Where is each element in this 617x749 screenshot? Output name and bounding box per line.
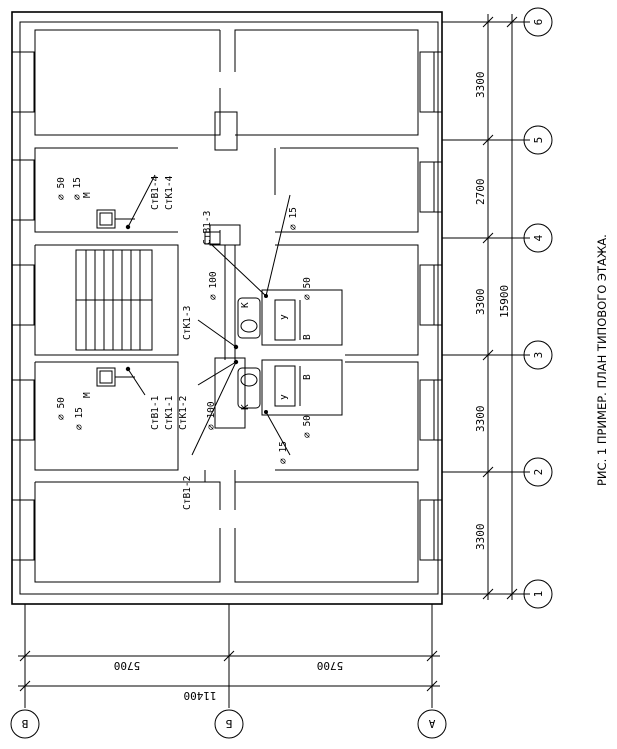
rooms — [34, 29, 419, 583]
svg-text:А: А — [428, 717, 435, 730]
label-d50-right-lower: ⌀ 50 — [302, 415, 313, 438]
dim-total-vertical: 15900 — [498, 285, 511, 318]
fixture-u-upper: У — [280, 314, 291, 320]
letter-axes: В Б А — [10, 709, 447, 739]
label-st-b1-4: СтВ1-4 — [150, 175, 161, 210]
fixture-v-lower: В — [302, 374, 313, 380]
label-st-k1-2: СтК1-2 — [178, 396, 189, 430]
label-d15-right-lower: ⌀ 15 — [278, 441, 289, 464]
riser-labels: СтВ1-4 СтК1-4 СтВ1-1 СтК1-1 СтК1-2 СтВ1-… — [150, 175, 213, 510]
label-d50-lower: ⌀ 50 — [56, 397, 67, 420]
axis-bubble-1: 1 — [523, 579, 553, 609]
sink-upper — [96, 209, 135, 229]
dim-3-4: 3300 — [474, 289, 487, 316]
svg-text:3: 3 — [532, 352, 545, 359]
figure-caption: РИС. 1 ПРИМЕР. ПЛАН ТИПОВОГО ЭТАЖА. — [595, 234, 609, 486]
axis-bubble-v: В — [10, 709, 40, 739]
bottom-dimension-labels: 5700 5700 11400 — [114, 659, 344, 702]
staircase — [75, 249, 153, 351]
axis-bubble-a: А — [417, 709, 447, 739]
right-windows — [419, 51, 443, 561]
label-st-b1-3: СтВ1-3 — [202, 211, 213, 245]
dim-total-horizontal: 11400 — [183, 689, 216, 702]
svg-text:Б: Б — [225, 717, 232, 730]
label-st-k1-4: СтК1-4 — [164, 175, 175, 210]
dim-2-3: 3300 — [474, 406, 487, 433]
fixture-k-lower: К — [240, 404, 251, 410]
numbered-axes: 6 5 4 3 2 1 — [523, 7, 553, 609]
label-d50-right-upper: ⌀ 50 — [302, 277, 313, 300]
fixture-k-upper: К — [240, 302, 251, 308]
dim-5-6: 3300 — [474, 72, 487, 99]
label-d15-right-upper: ⌀ 15 — [288, 207, 299, 230]
diameter-labels: ⌀ 50 ⌀ 15 ⌀ 50 ⌀ 15 ⌀ 100 ⌀ 100 ⌀ 15 ⌀ 5… — [56, 177, 313, 464]
bathroom-lower-fixtures — [237, 359, 343, 416]
svg-text:2: 2 — [532, 469, 545, 476]
fixture-m-upper: М — [82, 192, 93, 198]
fixture-u-lower: У — [280, 394, 291, 400]
svg-text:4: 4 — [532, 234, 545, 241]
bottom-dimension-chain — [18, 604, 440, 708]
fixture-v-upper: В — [302, 334, 313, 340]
left-windows — [11, 51, 35, 561]
dim-a-b: 5700 — [317, 659, 344, 672]
label-d15-upper: ⌀ 15 — [72, 177, 83, 200]
leader-lines — [127, 174, 291, 456]
label-d100-upper: ⌀ 100 — [208, 271, 219, 300]
right-dimension-labels: 3300 2700 3300 3300 3300 15900 — [474, 72, 511, 551]
svg-text:1: 1 — [532, 591, 545, 598]
label-d50-upper: ⌀ 50 — [56, 177, 67, 200]
label-d100-lower: ⌀ 100 — [206, 401, 217, 430]
sink-lower — [96, 367, 135, 387]
axis-bubble-6: 6 — [523, 7, 553, 37]
label-st-b1-1: СтВ1-1 — [150, 395, 161, 430]
right-dimension-chain — [442, 14, 530, 600]
axis-bubble-5: 5 — [523, 125, 553, 155]
axis-bubble-4: 4 — [523, 223, 553, 253]
label-d15-lower: ⌀ 15 — [74, 407, 85, 430]
label-st-b1-2: СтВ1-2 — [182, 476, 193, 510]
fixture-letters: М М К К У В У В — [82, 192, 313, 410]
dim-1-2: 3300 — [474, 524, 487, 551]
axis-bubble-2: 2 — [523, 457, 553, 487]
axis-bubble-3: 3 — [523, 340, 553, 370]
fixture-m-lower: М — [82, 392, 93, 398]
dim-b-v: 5700 — [114, 659, 141, 672]
label-st-k1-1: СтК1-1 — [164, 395, 175, 430]
dim-4-5: 2700 — [474, 179, 487, 206]
svg-text:6: 6 — [532, 19, 545, 26]
svg-text:В: В — [21, 717, 28, 730]
axis-bubble-b: Б — [214, 709, 244, 739]
label-st-k1-3: СтК1-3 — [182, 306, 193, 340]
svg-text:5: 5 — [532, 137, 545, 144]
bathroom-upper-fixtures — [237, 289, 343, 346]
